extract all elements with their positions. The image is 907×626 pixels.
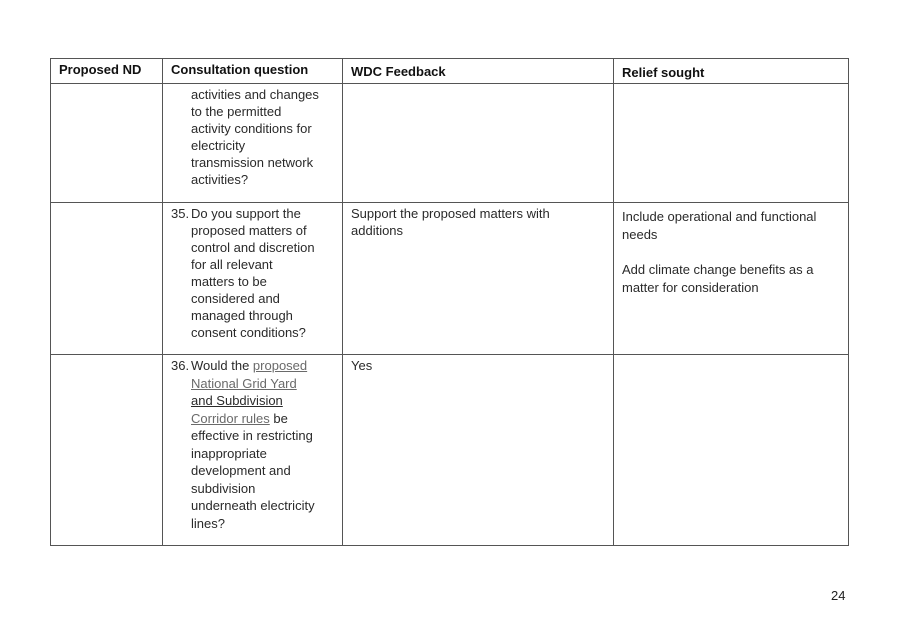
feedback-line: Support the proposed matters with	[351, 206, 550, 221]
header-consultation-question: Consultation question	[162, 58, 343, 84]
feedback-cell: Yes	[342, 354, 614, 546]
question-line: activities and changes	[191, 87, 319, 102]
question-text: Would the	[191, 358, 253, 373]
question-line: activity conditions for	[191, 121, 312, 136]
relief-item: Include operational and functional needs	[622, 208, 840, 244]
table-row: activities and changes to the permitted …	[50, 83, 849, 203]
question-line: inappropriate	[191, 445, 267, 461]
question-line: for all relevant	[191, 257, 273, 272]
consultation-table: Proposed ND Consultation question WDC Fe…	[50, 58, 849, 546]
question-line: transmission network	[191, 155, 314, 170]
table-header-row: Proposed ND Consultation question WDC Fe…	[50, 58, 849, 84]
proposed-rules-link[interactable]: proposed	[252, 358, 308, 373]
relief-line: needs	[622, 227, 658, 242]
question-line: Do you support the	[191, 206, 301, 221]
subdivision-link[interactable]: and Subdivision	[191, 393, 283, 408]
question-line: proposed matters of	[191, 223, 307, 238]
proposed-nd-cell	[50, 83, 163, 203]
question-line: activities?	[191, 172, 249, 187]
relief-line: matter for consideration	[622, 280, 759, 295]
question-line: subdivision	[191, 480, 256, 496]
question-line: underneath electricity	[191, 498, 315, 513]
relief-cell	[613, 354, 849, 546]
question-line: managed through	[191, 308, 293, 323]
question-line: effective in restricting	[191, 428, 313, 443]
question-line: lines?	[191, 515, 225, 531]
table-row: 35. Do you support the proposed matters …	[50, 202, 849, 355]
question-line: considered and	[191, 291, 280, 306]
question-cell: 35. Do you support the proposed matters …	[162, 202, 343, 355]
corridor-rules-link[interactable]: Corridor rules	[191, 410, 270, 426]
feedback-cell: Support the proposed matters with additi…	[342, 202, 614, 355]
relief-line: Add climate change benefits as a	[622, 262, 814, 277]
question-cell: 36. Would the proposed National Grid Yar…	[162, 354, 343, 546]
national-grid-yard-link[interactable]: National Grid Yard	[191, 375, 297, 391]
table-row: 36. Would the proposed National Grid Yar…	[50, 354, 849, 546]
question-line: matters to be	[191, 274, 267, 289]
feedback-cell	[342, 83, 614, 203]
proposed-nd-cell	[50, 354, 163, 546]
header-relief-sought: Relief sought	[613, 58, 849, 84]
page-number: 24	[831, 588, 846, 603]
question-line: consent conditions?	[191, 325, 306, 340]
question-line: development and	[191, 463, 291, 478]
relief-cell	[613, 83, 849, 203]
header-wdc-feedback: WDC Feedback	[342, 58, 614, 84]
question-line: electricity	[191, 138, 246, 153]
question-number: 35.	[171, 206, 190, 221]
feedback-line: additions	[351, 223, 404, 238]
question-number: 36.	[171, 358, 190, 373]
question-text: be	[269, 410, 288, 426]
relief-item: Add climate change benefits as a matter …	[622, 261, 840, 297]
relief-cell: Include operational and functional needs…	[613, 202, 849, 355]
header-proposed-nd: Proposed ND	[50, 58, 163, 84]
question-line: to the permitted	[191, 104, 282, 119]
relief-line: Include operational and functional	[622, 209, 817, 224]
question-cell: activities and changes to the permitted …	[162, 83, 343, 203]
question-line: control and discretion	[191, 240, 315, 255]
proposed-nd-cell	[50, 202, 163, 355]
